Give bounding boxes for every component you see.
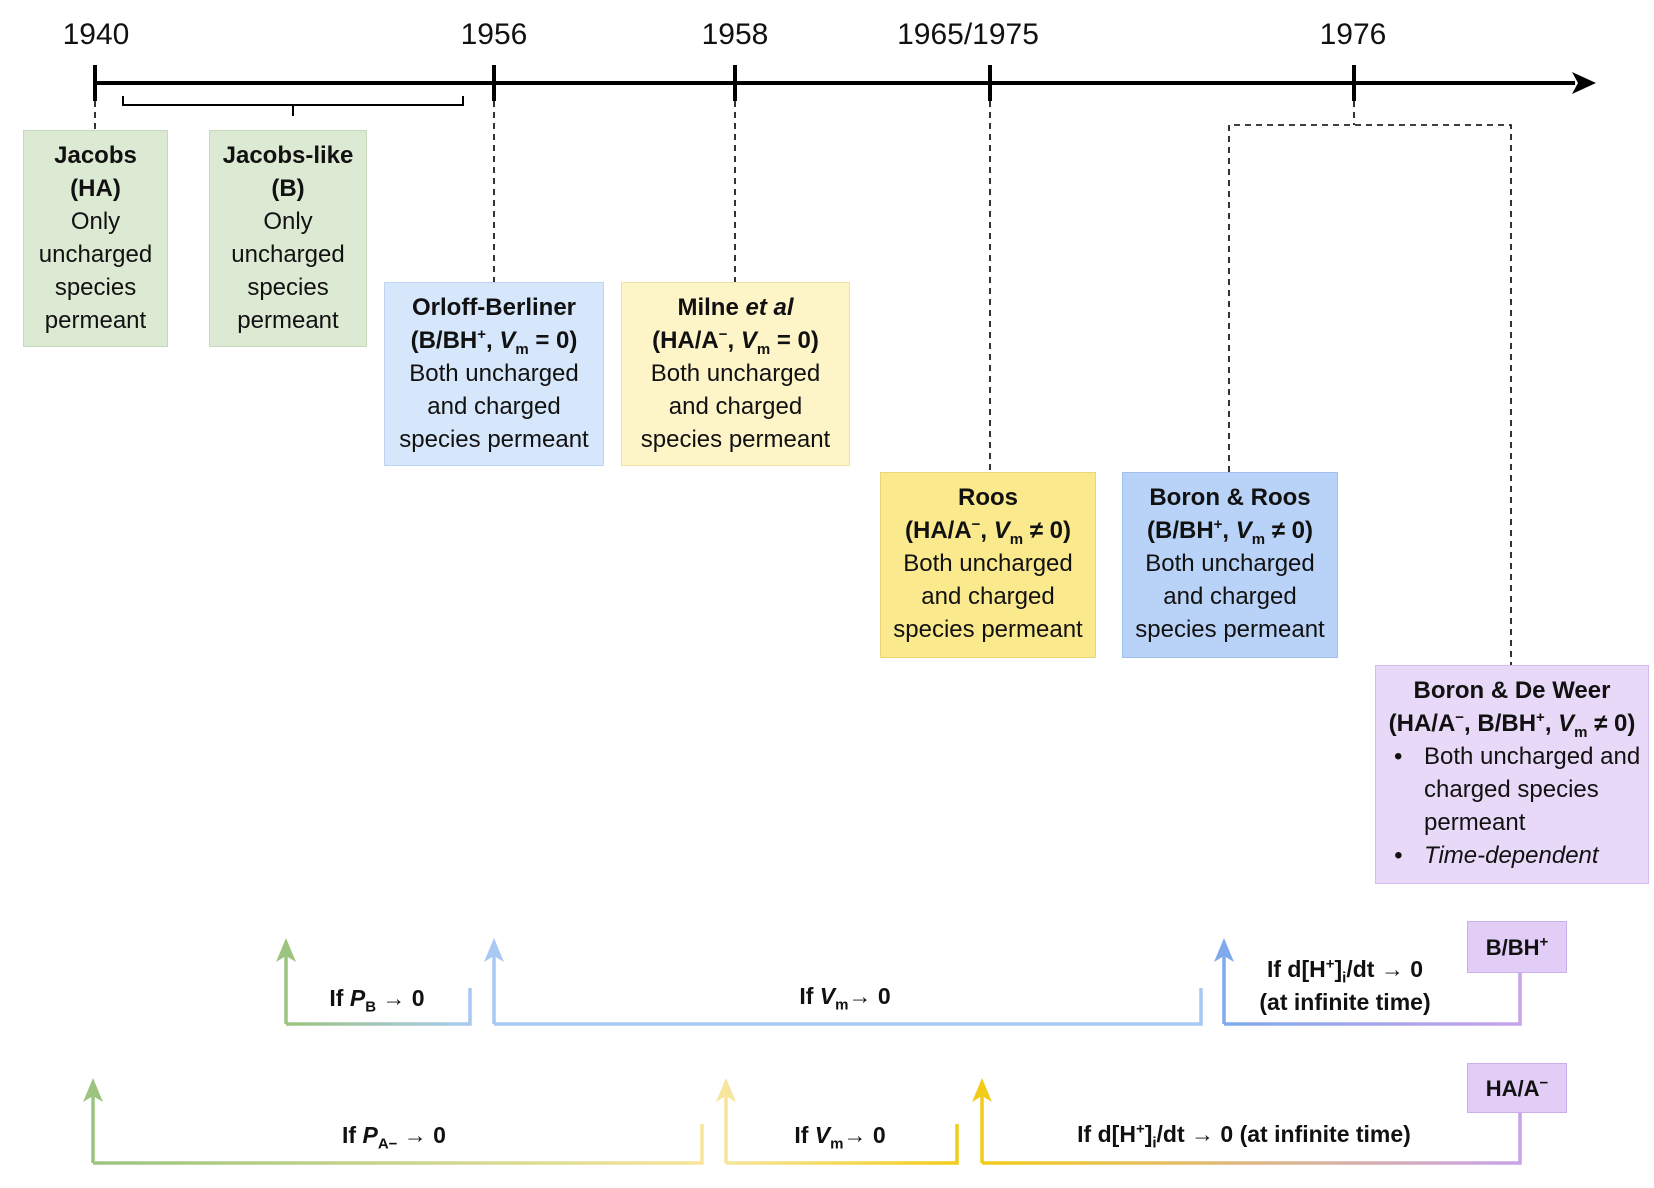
box-species: (B/BH+, Vm = 0) bbox=[410, 326, 578, 358]
box-desc-line: uncharged bbox=[231, 241, 345, 268]
boron-deweer-box: Boron & De Weer (HA/A−, B/BH+, Vm ≠ 0) B… bbox=[1375, 665, 1649, 884]
box-desc-line: and charged bbox=[921, 583, 1055, 610]
year-label-1940: 1940 bbox=[62, 18, 130, 51]
box-desc-line: and charged bbox=[668, 393, 803, 420]
box-desc-line: species bbox=[54, 274, 137, 301]
box-desc-line: permeant bbox=[44, 307, 147, 334]
timeline-arrowhead bbox=[1572, 72, 1596, 94]
year-label-1956: 1956 bbox=[460, 18, 528, 51]
b-row-label-dh-line1: If d[H+]i/dt → 0 bbox=[1266, 955, 1424, 987]
jacobs-box: Jacobs (HA) Only uncharged species perme… bbox=[23, 130, 168, 347]
box-desc-line: and charged bbox=[1163, 583, 1297, 610]
box-bullet: Time-dependent bbox=[1394, 839, 1648, 872]
box-desc-line: Only bbox=[263, 208, 313, 235]
box-species: (HA/A−, Vm = 0) bbox=[652, 326, 819, 358]
box-desc-line: Both uncharged bbox=[409, 360, 579, 387]
box-species: (HA) bbox=[70, 175, 121, 202]
box-title: Jacobs-like bbox=[222, 142, 354, 169]
a-row-label-pa: If PA− → 0 bbox=[342, 1122, 446, 1153]
year-label-1958: 1958 bbox=[701, 18, 769, 51]
year-label-1965-1975: 1965/1975 bbox=[897, 18, 1039, 51]
ha-a-tag: HA/A− bbox=[1467, 1063, 1567, 1113]
box-species: (B) bbox=[271, 175, 305, 202]
box-species: (HA/A−, Vm ≠ 0) bbox=[905, 516, 1071, 548]
box-bullet: Both uncharged and charged species perme… bbox=[1394, 740, 1648, 839]
b-row-label-dh: If d[H+]i/dt → 0 (at infinite time) bbox=[1259, 953, 1430, 1019]
milne-box: Milne et al (HA/A−, Vm = 0) Both uncharg… bbox=[621, 282, 850, 466]
box-title: Milne et al bbox=[677, 294, 794, 321]
box-species: (HA/A−, B/BH+, Vm ≠ 0) bbox=[1388, 709, 1636, 741]
a-row-label-vm: If Vm→ 0 bbox=[794, 1122, 886, 1153]
a-row-label-dh: If d[H+]i/dt → 0 (at infinite time) bbox=[1077, 1120, 1411, 1152]
jacobs-like-box: Jacobs-like (B) Only uncharged species p… bbox=[209, 130, 367, 347]
box-title: Boron & Roos bbox=[1149, 484, 1311, 511]
box-desc-line: species permeant bbox=[893, 616, 1083, 643]
box-desc-line: species bbox=[247, 274, 329, 301]
box-desc-line: Both uncharged bbox=[903, 550, 1073, 577]
roos-box: Roos (HA/A−, Vm ≠ 0) Both uncharged and … bbox=[880, 472, 1096, 658]
dashed-connectors bbox=[94, 101, 1512, 665]
orloff-berliner-box: Orloff-Berliner (B/BH+, Vm = 0) Both unc… bbox=[384, 282, 604, 466]
box-desc-line: uncharged bbox=[38, 241, 153, 268]
b-row-label-dh-line2: (at infinite time) bbox=[1259, 989, 1431, 1015]
box-desc-line: species permeant bbox=[640, 426, 831, 453]
box-desc-line: and charged bbox=[427, 393, 561, 420]
box-desc-line: Both uncharged bbox=[1145, 550, 1315, 577]
b-row-label-pb: If PB → 0 bbox=[329, 985, 425, 1016]
year-label-1976: 1976 bbox=[1319, 18, 1387, 51]
a-row-connectors bbox=[83, 1078, 1522, 1165]
box-bullet-list: Both uncharged and charged species perme… bbox=[1376, 740, 1648, 872]
box-desc-line: species permeant bbox=[1135, 616, 1325, 643]
box-title: Orloff-Berliner bbox=[411, 294, 576, 321]
box-desc-line: Both uncharged bbox=[650, 360, 821, 387]
box-desc-line: permeant bbox=[237, 307, 339, 334]
b-bh-tag: B/BH+ bbox=[1467, 921, 1567, 973]
period-brace bbox=[122, 96, 464, 116]
year-ticks bbox=[93, 65, 1356, 101]
box-title: Boron & De Weer bbox=[1413, 677, 1611, 704]
box-desc-line: Only bbox=[70, 208, 121, 235]
box-desc-line: species permeant bbox=[399, 426, 589, 453]
box-title: Jacobs bbox=[54, 142, 137, 169]
boron-roos-box: Boron & Roos (B/BH+, Vm ≠ 0) Both unchar… bbox=[1122, 472, 1338, 658]
b-row-connectors bbox=[276, 938, 1522, 1026]
box-species: (B/BH+, Vm ≠ 0) bbox=[1147, 516, 1313, 548]
b-row-label-vm: If Vm→ 0 bbox=[799, 983, 891, 1014]
box-title: Roos bbox=[958, 484, 1018, 511]
